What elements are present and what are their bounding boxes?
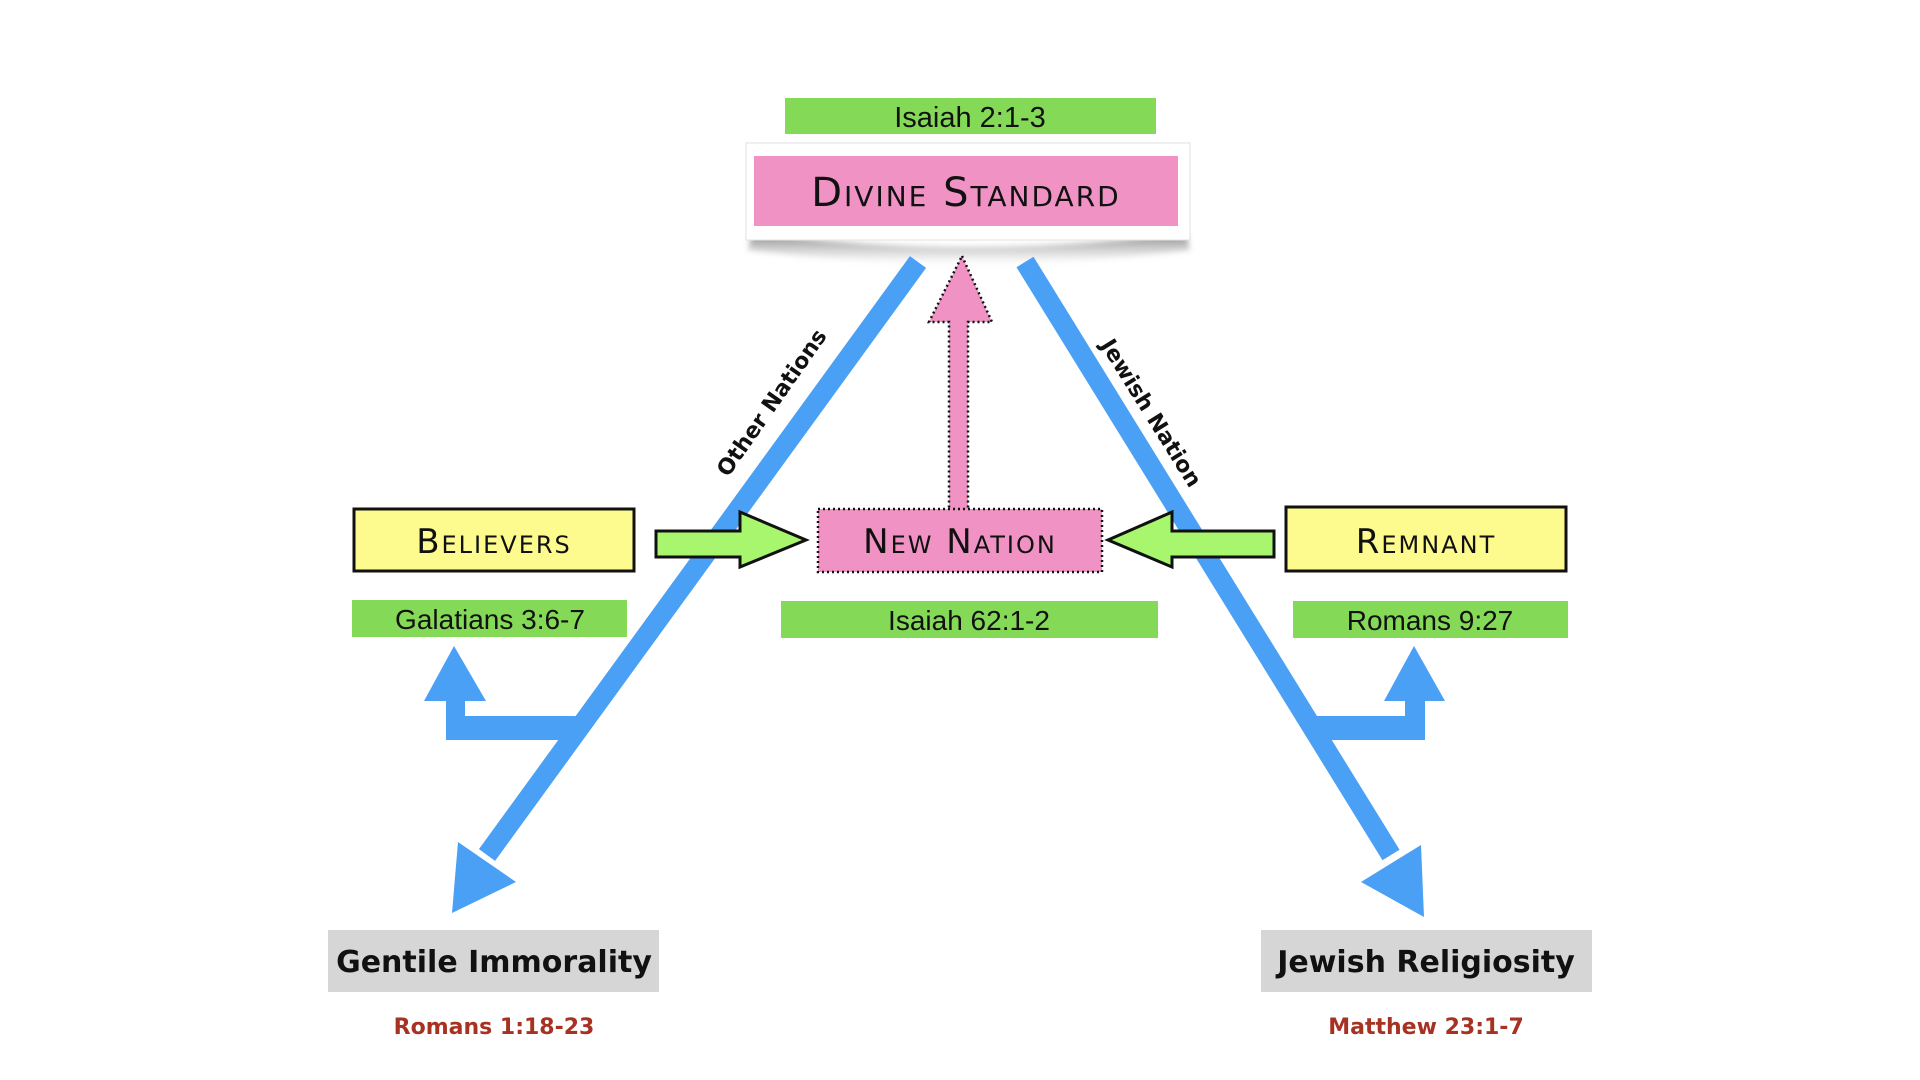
gentile-immorality-box: Gentile Immorality	[328, 930, 659, 992]
jewish-nation-arrow: Jewish Nation	[1016, 256, 1445, 917]
new-nation-box: New Nation	[816, 507, 1104, 574]
top-reference-text: Isaiah 2:1-3	[894, 102, 1046, 134]
remnant-branch-bar	[1314, 716, 1425, 740]
remnant-label: Remnant	[1356, 522, 1496, 562]
galatians-reference: Galatians 3:6-7	[352, 600, 627, 637]
believers-to-new-nation-arrow	[654, 509, 810, 570]
believers-branch-bar	[446, 716, 577, 740]
believers-branch-shaft	[446, 695, 465, 740]
new-nation-up-arrow	[926, 253, 994, 514]
believers-branch-arrowhead	[424, 646, 486, 701]
jewish-religiosity-box: Jewish Religiosity	[1261, 930, 1592, 992]
remnant-box: Remnant	[1284, 505, 1568, 573]
box-shadow	[748, 232, 1190, 264]
box-fill	[754, 156, 1178, 226]
jewish-religiosity-label: Jewish Religiosity	[1275, 945, 1575, 980]
matthew-23-reference: Matthew 23:1-7	[1328, 1015, 1524, 1040]
gentile-immorality-bg	[328, 930, 659, 992]
up-arrow-shape	[926, 253, 994, 514]
isaiah-62-reference: Isaiah 62:1-2	[781, 601, 1158, 638]
believers-box: Believers	[352, 507, 636, 573]
remnant-branch-arrowhead	[1384, 646, 1445, 701]
galatians-reference-text: Galatians 3:6-7	[395, 604, 585, 635]
isaiah-62-reference-text: Isaiah 62:1-2	[888, 605, 1050, 636]
remnant-branch-shaft	[1405, 695, 1425, 740]
jewish-nation-arrowhead	[1361, 845, 1424, 917]
galatians-reference-bg	[352, 600, 627, 637]
believers-label: Believers	[416, 522, 572, 562]
other-nations-arrowhead	[452, 842, 516, 913]
top-reference: Isaiah 2:1-3	[785, 98, 1156, 134]
romans-1-reference: Romans 1:18-23	[394, 1015, 595, 1040]
remnant-to-new-nation-arrow	[1104, 509, 1276, 570]
new-nation-label: New Nation	[863, 522, 1057, 562]
other-nations-arrow: Other Nations	[424, 256, 927, 913]
divine-standard-box: Divine Standard	[745, 142, 1191, 264]
romans-9-reference-bg	[1293, 601, 1568, 638]
top-reference-bg	[785, 98, 1156, 134]
romans-9-reference-text: Romans 9:27	[1347, 605, 1514, 636]
isaiah-62-reference-bg	[781, 601, 1158, 638]
romans-9-reference: Romans 9:27	[1293, 601, 1568, 638]
jewish-religiosity-bg	[1261, 930, 1592, 992]
believers-box-bg	[352, 507, 636, 573]
divine-standard-title: Divine Standard	[811, 170, 1120, 216]
gentile-immorality-label: Gentile Immorality	[336, 945, 652, 980]
new-nation-box-bg	[816, 507, 1104, 574]
remnant-box-bg	[1284, 505, 1568, 573]
